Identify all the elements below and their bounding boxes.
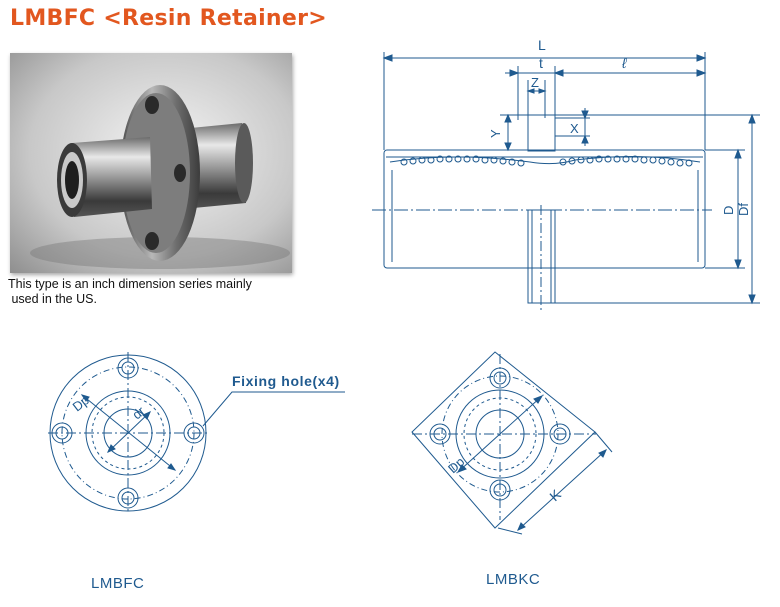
lmbkc-front-view: Dp K xyxy=(411,351,613,535)
dim-L: L xyxy=(538,37,546,53)
dim-Df: Df xyxy=(736,203,751,216)
dim-l: ℓ xyxy=(621,55,627,71)
dim-Dp-round: Dp xyxy=(70,392,92,414)
dim-D: D xyxy=(721,206,736,215)
dim-X: X xyxy=(570,121,579,136)
dim-t: t xyxy=(539,55,543,71)
ball-row xyxy=(400,155,693,167)
caption-lmbfc: LMBFC xyxy=(91,575,145,592)
side-view-drawing: L t ℓ Z Y X D Df xyxy=(372,37,760,310)
bushing-photo-illustration xyxy=(10,53,292,273)
fixing-hole-label: Fixing hole(x4) xyxy=(232,373,340,389)
caption-lmbkc: LMBKC xyxy=(486,571,541,588)
dim-Z: Z xyxy=(531,75,539,90)
page-title: LMBFC <Resin Retainer> xyxy=(10,6,327,31)
description-text: This type is an inch dimension series ma… xyxy=(8,277,252,306)
lmbfc-front-view: Dp dr Fixing hole(x4) xyxy=(48,352,345,514)
dim-Dp-square: Dp xyxy=(445,454,467,476)
product-photo xyxy=(10,53,292,273)
dim-Y: Y xyxy=(488,129,503,138)
dim-dr: dr xyxy=(129,403,148,422)
